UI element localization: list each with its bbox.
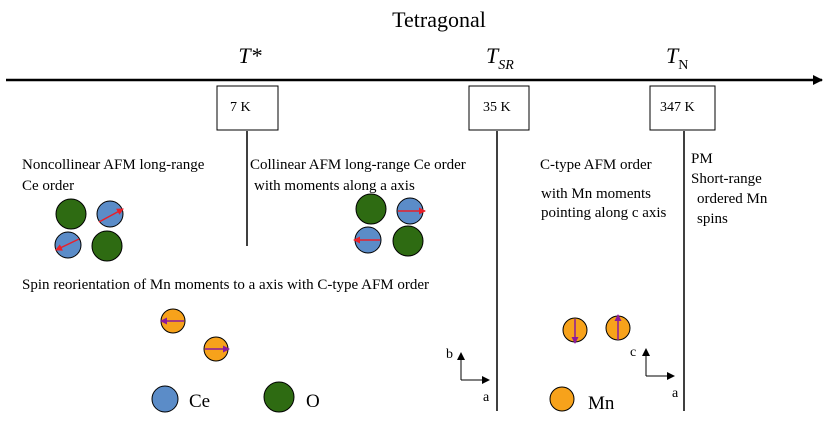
pm-line-4: spins [697,211,728,227]
pm-line-2: Short-range [691,171,762,187]
o-atom [355,193,387,225]
ctype-detail-2: pointing along c axis [541,205,667,221]
temp-box-347k [649,85,716,131]
o-atom [392,225,424,257]
ce-atom [96,200,124,228]
temp-value-35k: 35 K [483,100,511,115]
temp-box-7k [216,85,279,131]
pm-line-1: PM [691,151,713,167]
legend-mn-label: Mn [588,393,615,414]
legend-o-label: O [306,391,320,412]
collinear-line-1: Collinear AFM long-range Ce order [250,157,466,173]
o-atom [91,230,123,262]
axis-label-a: a [672,386,679,401]
axis-label-c: c [630,345,636,360]
noncollinear-line-2: Ce order [22,178,74,194]
temp-box-35k [468,85,530,131]
spin-reorientation-text: Spin reorientation of Mn moments to a ax… [22,277,429,293]
transition-label-tsr: TSR [486,43,514,73]
transition-label-tstar: T* [238,43,261,68]
ce-moment-arrow [55,238,80,251]
pm-line-3: ordered Mn [697,191,768,207]
axis-label-a: a [483,390,490,405]
ctype-title: C-type AFM order [540,157,652,173]
noncollinear-line-1: Noncollinear AFM long-range [22,157,205,173]
legend-mn-swatch [549,386,575,412]
legend-ce-label: Ce [189,391,210,412]
temp-value-347k: 347 K [660,100,695,115]
axis-label-b: b [446,347,453,362]
o-atom [55,198,87,230]
ce-moment-arrow [98,208,124,223]
transition-label-tn: TN [666,43,688,73]
legend-ce-swatch [151,385,179,413]
diagram-title: Tetragonal [392,7,486,32]
ctype-detail-1: with Mn moments [541,186,651,202]
collinear-line-2: with moments along a axis [254,178,415,194]
temp-value-7k: 7 K [230,100,251,115]
legend-o-swatch [263,381,295,413]
